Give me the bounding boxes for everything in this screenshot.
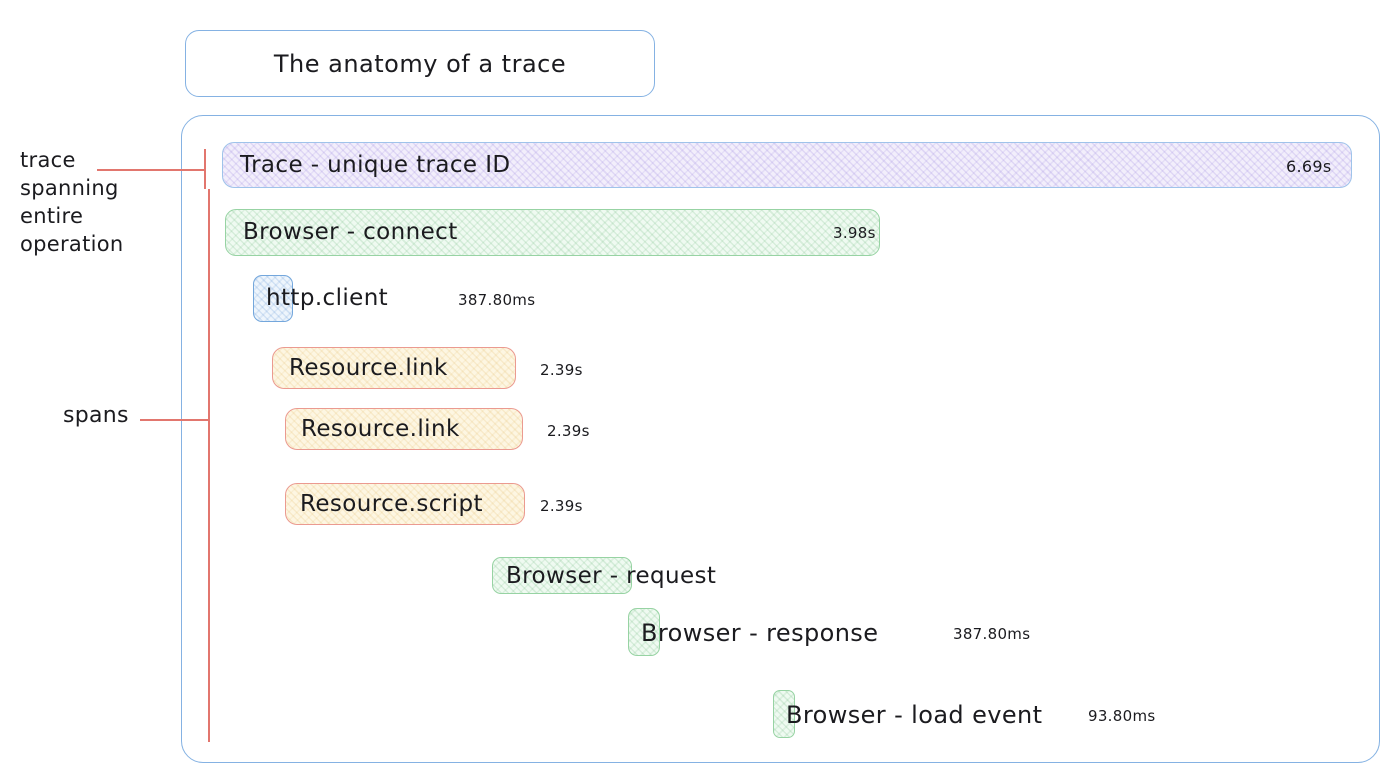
trace-annotation-note: trace spanning entire operation [20, 146, 124, 258]
trace-note-line: entire [20, 204, 84, 228]
spans-annotation-note: spans [63, 403, 129, 428]
span-duration-resource-link-1: 2.39s [540, 361, 583, 379]
span-duration-browser-load-event: 93.80ms [1088, 707, 1156, 725]
span-bar-browser-response [628, 608, 660, 656]
span-label-browser-response: Browser - response [641, 619, 879, 647]
trace-connector-endcap [204, 149, 206, 189]
span-label-trace: Trace - unique trace ID [240, 152, 511, 178]
span-duration-browser-connect: 3.98s [833, 224, 876, 242]
span-label-resource-link-2: Resource.link [301, 416, 460, 442]
span-bar-browser-connect [225, 209, 880, 256]
span-bar-trace [222, 142, 1352, 188]
spans-bracket-line [208, 189, 210, 742]
span-label-resource-link-1: Resource.link [289, 355, 448, 381]
trace-note-line: spanning [20, 176, 119, 200]
trace-note-line: operation [20, 232, 124, 256]
trace-note-line: trace [20, 148, 76, 172]
span-label-browser-request: Browser - request [506, 563, 717, 589]
span-label-browser-connect: Browser - connect [243, 219, 458, 245]
span-bar-browser-request [492, 557, 632, 594]
span-bar-http-client [253, 275, 293, 322]
title-box: The anatomy of a trace [185, 30, 655, 97]
span-duration-browser-response: 387.80ms [953, 625, 1031, 643]
span-duration-http-client: 387.80ms [458, 291, 536, 309]
span-bar-resource-script [285, 483, 525, 525]
span-bar-resource-link-2 [285, 408, 523, 450]
span-label-browser-load-event: Browser - load event [786, 701, 1043, 729]
span-label-http-client: http.client [266, 285, 389, 311]
spans-connector-line [140, 419, 208, 421]
span-duration-trace: 6.69s [1286, 157, 1332, 176]
span-duration-resource-script: 2.39s [540, 497, 583, 515]
span-label-resource-script: Resource.script [300, 491, 483, 517]
trace-connector-line [97, 169, 205, 171]
span-duration-resource-link-2: 2.39s [547, 422, 590, 440]
span-bar-browser-load-event [773, 690, 795, 738]
span-bar-resource-link-1 [272, 347, 516, 389]
diagram-title: The anatomy of a trace [273, 49, 567, 78]
